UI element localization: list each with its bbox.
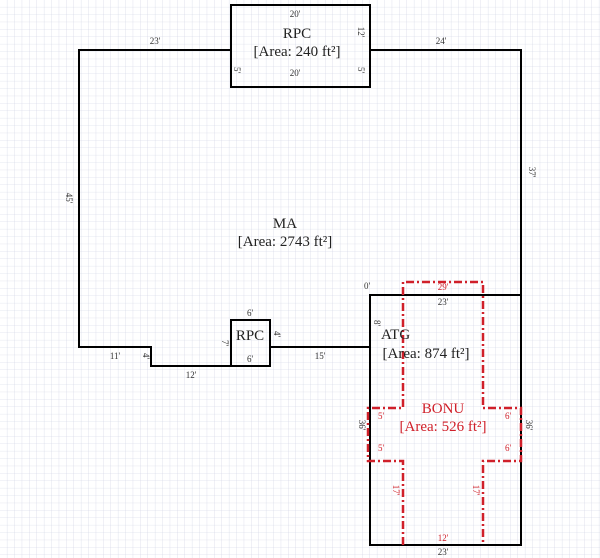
rpc-top-outline[interactable] — [230, 4, 371, 88]
dim-label: 20' — [290, 9, 301, 19]
room-name: ATG — [381, 327, 410, 343]
room-area: [Area: 2743 ft²] — [238, 234, 332, 250]
dim-label: 12' — [438, 533, 449, 543]
room-name: RPC — [236, 328, 264, 344]
dim-label: 23' — [438, 297, 449, 307]
room-name: BONU — [422, 401, 465, 417]
dim-label: 15' — [315, 351, 326, 361]
dim-label: 11' — [110, 351, 121, 361]
bonus-room-outline[interactable] — [366, 280, 523, 545]
dim-label: 36' — [524, 420, 534, 431]
dim-label: 17' — [471, 485, 481, 496]
dim-label: 5' — [232, 67, 242, 74]
dim-label: 6' — [505, 443, 512, 453]
dim-label: 6' — [505, 411, 512, 421]
room-area: [Area: 874 ft²] — [383, 346, 470, 362]
dim-label: 37' — [527, 167, 537, 178]
room-area: [Area: 526 ft²] — [400, 419, 487, 435]
dim-label: 24' — [436, 36, 447, 46]
room-area: [Area: 240 ft²] — [254, 44, 341, 60]
dim-label: 0' — [364, 281, 371, 291]
room-name: RPC — [283, 26, 311, 42]
dim-label: 5' — [378, 443, 385, 453]
dim-label: 45' — [64, 193, 74, 204]
dim-label: 8' — [372, 320, 382, 327]
dim-label: 29' — [438, 282, 449, 292]
room-name: MA — [273, 216, 297, 232]
dim-label: 36' — [357, 420, 367, 431]
dim-label: 12' — [186, 370, 197, 380]
dim-label: 23' — [150, 36, 161, 46]
dim-label: 6' — [247, 308, 254, 318]
dim-label: 7' — [220, 340, 230, 347]
dim-label: 5' — [356, 67, 366, 74]
dim-label: 4' — [272, 331, 282, 338]
dim-label: 20' — [290, 68, 301, 78]
dim-label: 5' — [378, 411, 385, 421]
dim-label: 4' — [141, 353, 151, 360]
dim-label: 17' — [391, 485, 401, 496]
rpc-small-outline[interactable] — [230, 319, 271, 367]
dim-label: 6' — [247, 354, 254, 364]
dim-label: 12' — [356, 27, 366, 38]
dim-label: 23' — [438, 547, 449, 557]
